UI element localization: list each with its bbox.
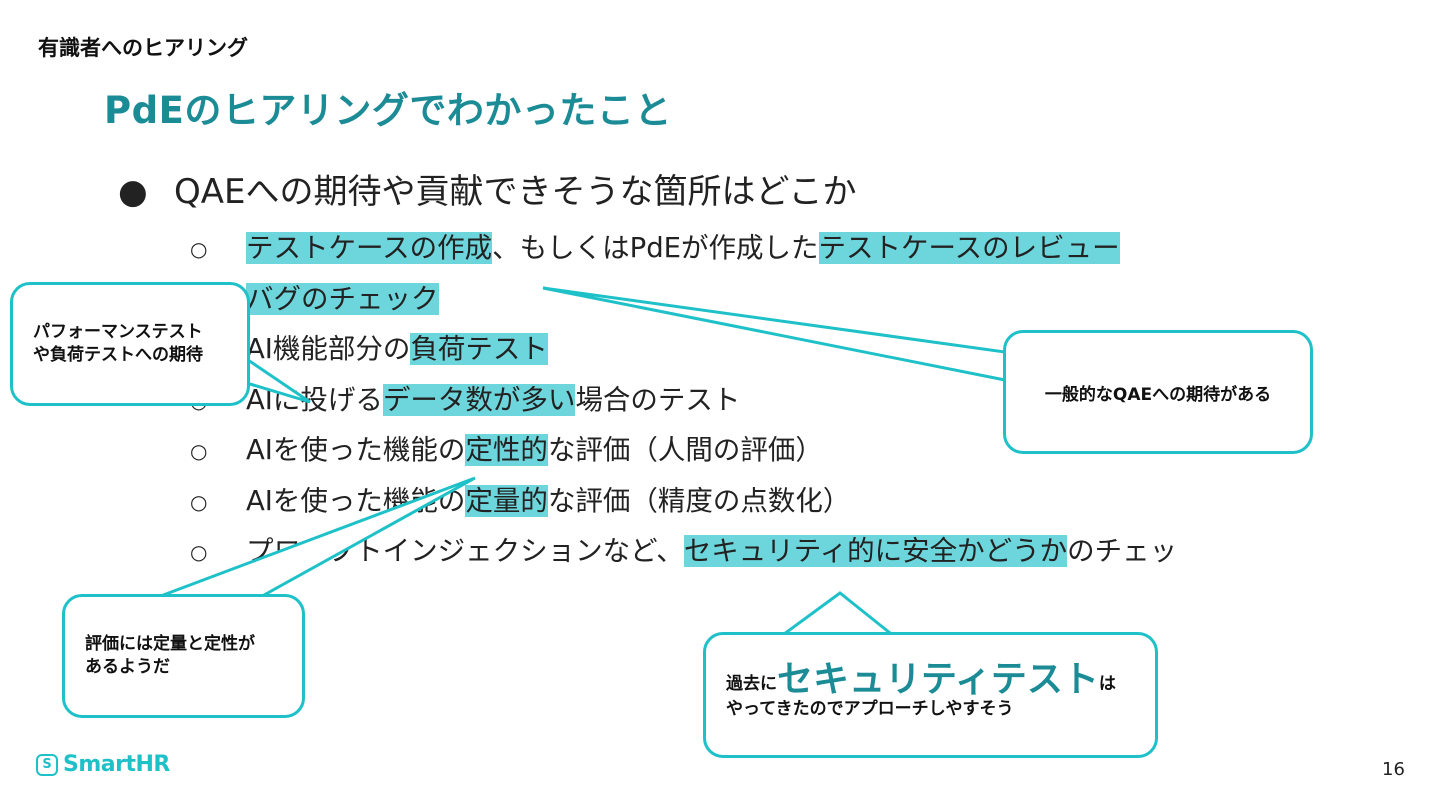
highlighted-text: 定量的 — [465, 484, 548, 517]
pointer-general — [542, 286, 1007, 382]
sub-bullet-marker: ○ — [190, 237, 208, 261]
sub-bullet-marker: ○ — [190, 439, 208, 463]
callout-evaluation-line2: あるようだ — [85, 657, 170, 677]
bullet-marker: ● — [118, 172, 148, 212]
highlighted-text: 負荷テスト — [410, 333, 548, 365]
sub-bullet-text: 、もしくはPdEが作成した — [492, 232, 819, 264]
callout-security-prefix: 過去に — [726, 674, 777, 694]
section-label: 有識者へのヒアリング — [38, 36, 248, 60]
sub-bullet-text: な評価（人間の評価） — [547, 434, 823, 466]
page-number: 16 — [1382, 759, 1405, 780]
sub-bullet-text: のチェッ — [1067, 535, 1178, 567]
callout-security-suffix: は — [1098, 674, 1116, 694]
slide-title: PdEのヒアリングでわかったこと — [104, 89, 672, 132]
callout-security: 過去にセキュリティテストは やってきたのでアプローチしやすそう — [703, 632, 1158, 758]
smarthr-logo: S SmartHR — [36, 752, 170, 777]
highlighted-text: セキュリティ的に安全かどうか — [683, 535, 1068, 567]
callout-security-emphasis: セキュリティテスト — [777, 659, 1099, 700]
sub-bullet-item: ○AIを使った機能の定量的な評価（精度の点数化） — [190, 477, 1177, 528]
sub-bullet-item: ○ AIを使った機能の定性的な評価（人間の評価） — [190, 426, 1177, 477]
highlighted-text: テストケースのレビュー — [818, 232, 1120, 264]
logo-mark-icon: S — [36, 753, 58, 776]
sub-bullet-text: AI機能部分の — [246, 333, 411, 365]
sub-bullet-text: な評価（精度の点数化） — [547, 484, 851, 517]
callout-security-line2: やってきたのでアプローチしやすそう — [726, 699, 1014, 719]
highlighted-text: テストケースの作成 — [246, 232, 493, 264]
pointer-eval — [149, 476, 476, 602]
sub-bullet-item: ○AIに投げるデータ数が多い場合のテスト — [190, 376, 1177, 427]
highlighted-text: バグのチェック — [246, 282, 439, 315]
sub-bullet-text: 場合のテスト — [575, 383, 741, 416]
sub-bullet-text: AIを使った機能の — [246, 434, 466, 466]
sub-bullet-list: ○ テストケースの作成、もしくはPdEが作成したテストケースのレビュー ○ バグのチェ… — [190, 224, 1177, 578]
callout-evaluation-line1: 評価には定量と定性が — [85, 634, 255, 654]
callout-performance: パフォーマンステスト や負荷テストへの期待 — [10, 282, 250, 406]
callout-performance-line2: や負荷テストへの期待 — [33, 345, 203, 365]
sub-bullet-marker: ○ — [190, 489, 208, 514]
highlighted-text: 定性的 — [465, 434, 548, 466]
callout-performance-line1: パフォーマンステスト — [33, 322, 203, 342]
pointer-security — [775, 591, 900, 639]
sub-bullet-item: ○ テストケースの作成、もしくはPdEが作成したテストケースのレビュー — [190, 224, 1177, 275]
main-bullet: ● QAEへの期待や貢献できそうな箇所はどこか — [118, 164, 856, 213]
logo-text: SmartHR — [63, 752, 170, 777]
main-bullet-text: QAEへの期待や貢献できそうな箇所はどこか — [174, 172, 857, 212]
callout-general-expectation: 一般的なQAEへの期待がある — [1003, 330, 1313, 454]
highlighted-text: データ数が多い — [382, 383, 576, 416]
callout-evaluation: 評価には定量と定性が あるようだ — [62, 594, 305, 718]
sub-bullet-marker: ○ — [190, 540, 208, 564]
